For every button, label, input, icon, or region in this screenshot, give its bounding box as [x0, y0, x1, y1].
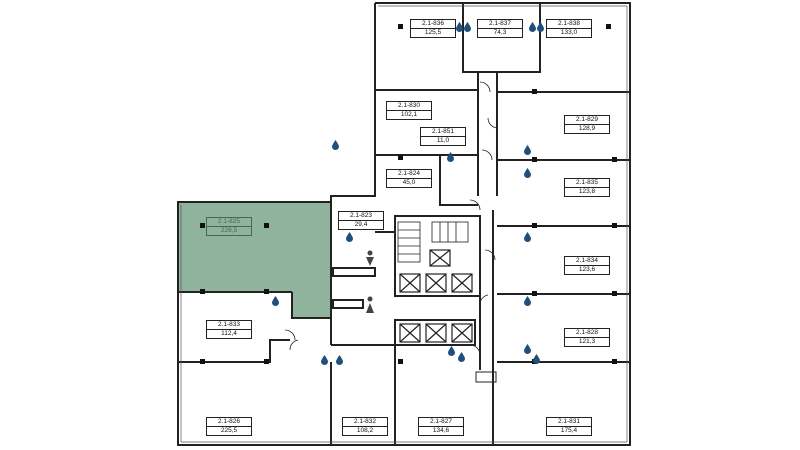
- room-code: 2.1-826: [207, 418, 251, 427]
- room-code: 2.1-838: [547, 20, 591, 29]
- water-drop-icon: [524, 344, 531, 354]
- room-label-2-1-834[interactable]: 2.1-834 123,6: [564, 256, 610, 275]
- room-code: 2.1-851: [421, 128, 465, 137]
- water-drop-icon: [464, 22, 471, 32]
- column-marker: [398, 359, 403, 364]
- room-label-2-1-832[interactable]: 2.1-832 108,2: [342, 417, 388, 436]
- room-label-2-1-826[interactable]: 2.1-826 225,5: [206, 417, 252, 436]
- male-wc-icon: [366, 250, 374, 266]
- water-drop-icon: [537, 22, 544, 32]
- column-marker: [532, 157, 537, 162]
- room-label-2-1-824[interactable]: 2.1-824 45,0: [386, 169, 432, 188]
- water-drop-icon: [447, 152, 454, 162]
- water-drop-icon: [524, 232, 531, 242]
- room-label-2-1-836[interactable]: 2.1-836 125,5: [410, 19, 456, 38]
- water-drop-icon: [524, 168, 531, 178]
- room-code: 2.1-835: [565, 179, 609, 188]
- room-area: 45,0: [402, 179, 416, 186]
- room-area: 225,5: [220, 427, 238, 434]
- column-marker: [200, 289, 205, 294]
- water-drop-icon: [524, 296, 531, 306]
- room-label-2-1-825[interactable]: 2.1-825 226,5: [206, 217, 252, 236]
- room-code: 2.1-836: [411, 20, 455, 29]
- female-wc-icon: [366, 296, 374, 313]
- room-code: 2.1-827: [419, 418, 463, 427]
- room-code: 2.1-828: [565, 329, 609, 338]
- water-drop-icon: [533, 354, 540, 364]
- elevator-icon: [399, 249, 473, 343]
- column-marker: [612, 223, 617, 228]
- room-code: 2.1-829: [565, 116, 609, 125]
- room-label-2-1-823[interactable]: 2.1-823 29,4: [338, 211, 384, 230]
- room-label-2-1-851[interactable]: 2.1-851 11,0: [420, 127, 466, 146]
- room-code: 2.1-823: [339, 212, 383, 221]
- room-area: 29,4: [354, 221, 368, 228]
- column-marker: [264, 223, 269, 228]
- room-label-2-1-828[interactable]: 2.1-828 121,3: [564, 328, 610, 347]
- column-marker: [532, 89, 537, 94]
- column-marker: [612, 359, 617, 364]
- room-label-2-1-835[interactable]: 2.1-835 123,8: [564, 178, 610, 197]
- water-drop-icon: [336, 355, 343, 365]
- room-area: 123,6: [578, 266, 596, 273]
- room-area: 121,3: [578, 338, 596, 345]
- unit-2-1-825-area[interactable]: [177, 201, 332, 319]
- water-drop-icon: [529, 22, 536, 32]
- water-drop-icon: [321, 355, 328, 365]
- water-drop-icon: [456, 22, 463, 32]
- column-marker: [200, 359, 205, 364]
- room-label-2-1-838[interactable]: 2.1-838 133,0: [546, 19, 592, 38]
- stairs-icon: [397, 221, 469, 263]
- water-drop-icon: [458, 352, 465, 362]
- walls: [177, 2, 631, 446]
- room-code: 2.1-825: [207, 218, 251, 227]
- column-marker: [532, 291, 537, 296]
- column-marker: [612, 157, 617, 162]
- room-code: 2.1-834: [565, 257, 609, 266]
- water-drop-icon: [272, 296, 279, 306]
- column-marker: [606, 24, 611, 29]
- room-code: 2.1-830: [387, 102, 431, 111]
- water-drop-icon: [448, 346, 455, 356]
- column-marker: [612, 291, 617, 296]
- room-area: 108,2: [356, 427, 374, 434]
- room-area: 112,4: [221, 330, 237, 337]
- column-marker: [264, 289, 269, 294]
- column-marker: [200, 223, 205, 228]
- column-marker: [398, 155, 403, 160]
- room-area: 133,0: [560, 29, 578, 36]
- room-code: 2.1-837: [478, 20, 522, 29]
- room-area: 125,5: [424, 29, 442, 36]
- column-marker: [398, 24, 403, 29]
- room-label-2-1-830[interactable]: 2.1-830 102,1: [386, 101, 432, 120]
- room-label-2-1-837[interactable]: 2.1-837 74,3: [477, 19, 523, 38]
- water-drop-icon: [346, 232, 353, 242]
- room-code: 2.1-831: [547, 418, 591, 427]
- room-area: 226,5: [220, 227, 238, 234]
- room-area: 128,9: [578, 125, 596, 132]
- room-area: 11,0: [436, 137, 450, 144]
- room-area: 123,8: [578, 188, 596, 195]
- room-area: 102,1: [400, 111, 418, 118]
- room-code: 2.1-833: [207, 321, 251, 330]
- room-area: 175,4: [560, 427, 578, 434]
- room-code: 2.1-824: [387, 170, 431, 179]
- water-drop-icon: [332, 140, 339, 150]
- room-label-2-1-831[interactable]: 2.1-831 175,4: [546, 417, 592, 436]
- column-marker: [532, 223, 537, 228]
- room-code: 2.1-832: [343, 418, 387, 427]
- room-label-2-1-827[interactable]: 2.1-827 134,6: [418, 417, 464, 436]
- room-label-2-1-833[interactable]: 2.1-833 112,4: [206, 320, 252, 339]
- room-area: 74,3: [493, 29, 507, 36]
- room-label-2-1-829[interactable]: 2.1-829 128,9: [564, 115, 610, 134]
- column-marker: [264, 359, 269, 364]
- room-area: 134,6: [432, 427, 450, 434]
- water-drop-icon: [524, 145, 531, 155]
